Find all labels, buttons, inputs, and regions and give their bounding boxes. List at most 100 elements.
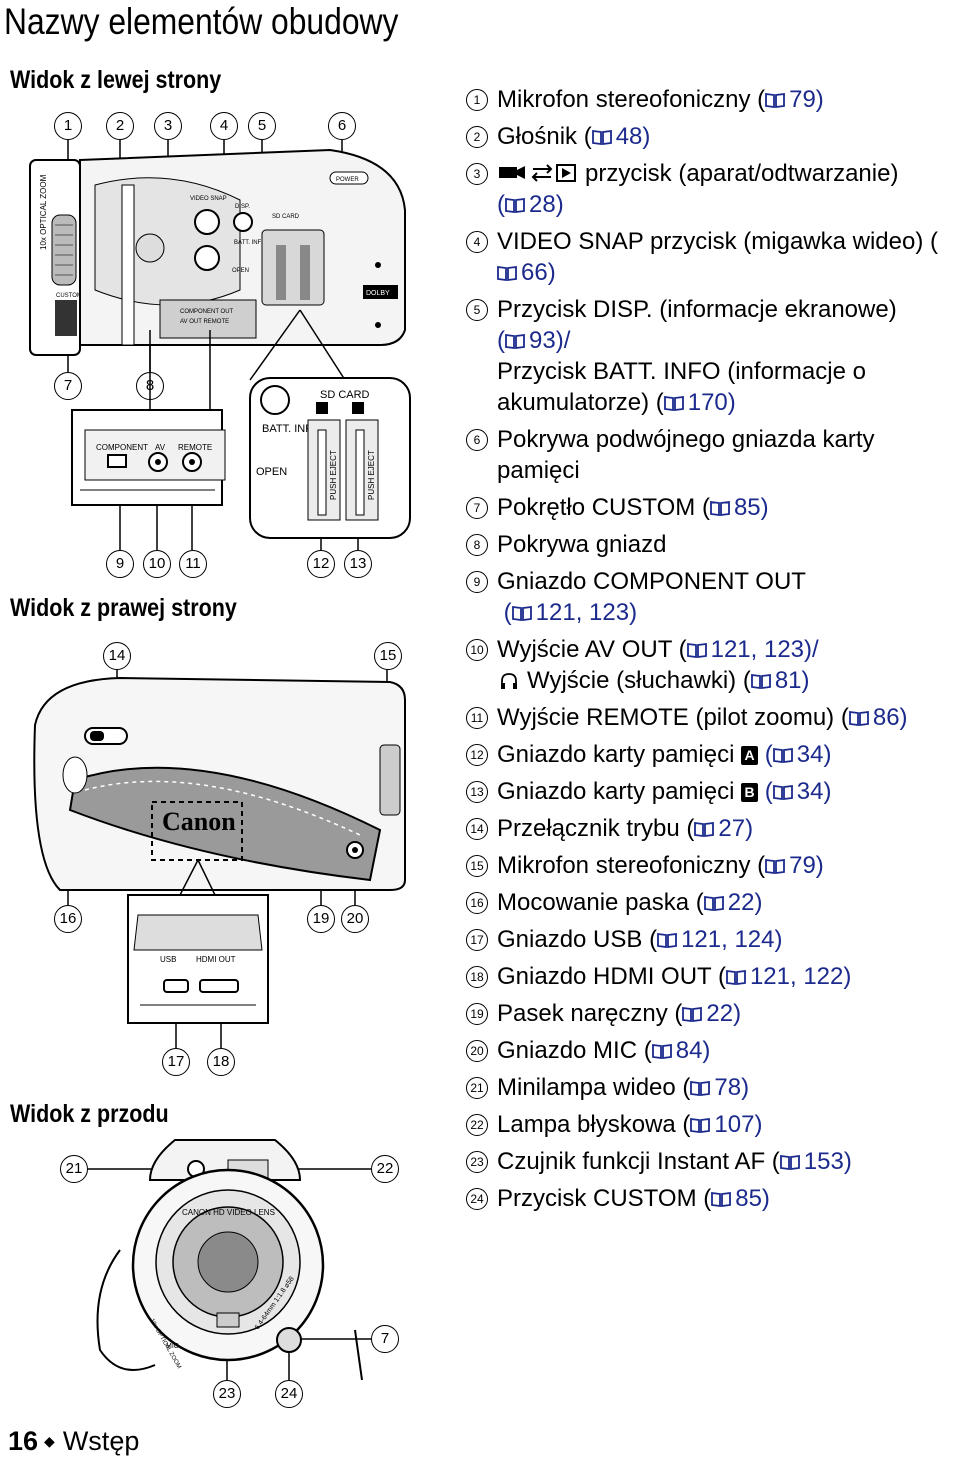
callout-9: 9	[106, 550, 134, 578]
usb-label: USB	[160, 955, 176, 964]
legend-item-13: 13 Gniazdo karty pamięci B (34)	[466, 776, 960, 807]
legend-item-19: 19 Pasek naręczny (22)	[466, 998, 960, 1029]
diamond-icon: ◆	[44, 1433, 55, 1449]
legend-item-10: 10 Wyjście AV OUT (121, 123)/ Wyjście (s…	[466, 634, 960, 696]
callout-24: 24	[275, 1380, 303, 1408]
callout-13: 13	[344, 550, 372, 578]
brand-logo: Canon	[162, 807, 236, 836]
legend-item-12: 12 Gniazdo karty pamięci A (34)	[466, 739, 960, 770]
legend-item-23: 23 Czujnik funkcji Instant AF (153)	[466, 1146, 960, 1177]
custom-dial-label: CUSTOM	[56, 293, 82, 299]
legend-item-20: 20 Gniazdo MIC (84)	[466, 1035, 960, 1066]
book-icon	[779, 1154, 800, 1170]
component-legend: 1 Mikrofon stereofoniczny (79) 2 Głośnik…	[466, 84, 960, 1220]
book-icon	[772, 784, 793, 800]
callout-17: 17	[162, 1048, 190, 1076]
book-icon	[765, 92, 786, 108]
hdmi-out-label: HDMI OUT	[196, 955, 236, 964]
open-detail-label: OPEN	[256, 466, 287, 478]
book-icon	[711, 1191, 732, 1207]
av-label: AV	[155, 443, 166, 452]
callout-2: 2	[106, 112, 134, 140]
dolby-label: DOLBY	[366, 290, 390, 297]
right-view-heading: Widok z prawej strony	[10, 594, 237, 622]
book-icon	[726, 969, 746, 985]
av-out-remote-label: AV OUT REMOTE	[180, 319, 229, 325]
legend-item-15: 15 Mikrofon stereofoniczny (79)	[466, 850, 960, 881]
disp-label: DISP.	[235, 204, 250, 210]
book-icon	[657, 932, 677, 948]
callout-4: 4	[210, 112, 238, 140]
card-slot-b-badge: B	[741, 783, 759, 802]
callout-10: 10	[143, 550, 171, 578]
batt-info-detail-label: BATT. INFO	[262, 423, 321, 435]
page-title: Nazwy elementów obudowy	[4, 1, 399, 42]
callout-11: 11	[179, 550, 207, 578]
component-label: COMPONENT	[96, 443, 148, 452]
headphone-icon	[501, 673, 517, 689]
book-icon	[848, 710, 869, 726]
video-snap-label: VIDEO SNAP	[190, 196, 227, 202]
sd-card-small-label: SD CARD	[272, 214, 300, 220]
book-icon	[690, 1117, 711, 1133]
legend-item-11: 11 Wyjście REMOTE (pilot zoomu) (86)	[466, 702, 960, 733]
legend-item-14: 14 Przełącznik trybu (27)	[466, 813, 960, 844]
book-icon	[651, 1043, 672, 1059]
book-icon	[505, 197, 525, 213]
front-view-camera: CANON HD VIDEO LENS 6.4-64mm 1:1.8 ⌀58 1…	[96, 1139, 363, 1381]
page-number: 16	[8, 1426, 39, 1456]
book-icon	[765, 858, 786, 874]
callout-20: 20	[341, 905, 369, 933]
legend-item-4: 4 VIDEO SNAP przycisk (migawka wideo) (6…	[466, 226, 960, 288]
book-icon	[497, 265, 517, 281]
legend-item-17: 17 Gniazdo USB (121, 124)	[466, 924, 960, 955]
jack-panel-detail: COMPONENT AV REMOTE	[71, 409, 226, 506]
component-out-label: COMPONENT OUT	[180, 309, 234, 315]
power-label: POWER	[336, 177, 359, 183]
optical-zoom-label: 10x OPTICAL ZOOM	[39, 174, 48, 250]
legend-item-16: 16 Mocowanie paska (22)	[466, 887, 960, 918]
front-view-heading: Widok z przodu	[10, 1100, 169, 1128]
legend-item-8: 8 Pokrywa gniazd	[466, 529, 960, 560]
book-icon	[690, 1080, 711, 1096]
legend-item-3: 3 przycisk (aparat/odtwarzanie) (28)	[466, 158, 960, 220]
book-icon	[710, 500, 730, 516]
legend-item-6: 6 Pokrywa podwójnego gniazda karty pamię…	[466, 424, 960, 486]
legend-item-24: 24 Przycisk CUSTOM (85)	[466, 1183, 960, 1214]
legend-item-5: 5 Przycisk DISP. (informacje ekranowe) (…	[466, 294, 960, 418]
remote-label: REMOTE	[178, 443, 212, 452]
book-icon	[686, 642, 707, 658]
right-view-camera: Canon	[33, 676, 406, 891]
left-view-heading: Widok z lewej strony	[10, 66, 222, 94]
sd-card-detail-label: SD CARD	[320, 389, 370, 401]
callout-22: 22	[371, 1155, 399, 1183]
callout-18: 18	[207, 1048, 235, 1076]
callout-21: 21	[60, 1155, 88, 1183]
callout-23: 23	[213, 1380, 241, 1408]
callout-7b: 7	[371, 1325, 399, 1353]
push-eject-b-label: PUSH EJECT	[367, 450, 376, 500]
batt-info-label: BATT. INFO	[234, 240, 266, 246]
camera-playback-icon	[499, 164, 576, 182]
camcorder-diagrams: 10x OPTICAL ZOOM CUSTOM VIDEO SNAP DISP.…	[29, 140, 411, 1381]
sd-card-detail: BATT. INFO SD CARD OPEN PUSH EJECT PUSH …	[249, 377, 411, 539]
left-view-camera: 10x OPTICAL ZOOM CUSTOM VIDEO SNAP DISP.…	[29, 148, 406, 356]
book-icon	[682, 1006, 703, 1022]
open-small-label: OPEN	[232, 268, 249, 274]
legend-item-7: 7 Pokrętło CUSTOM (85)	[466, 492, 960, 523]
book-icon	[703, 895, 724, 911]
book-icon	[663, 395, 684, 411]
lens-ring-label: CANON HD VIDEO LENS	[182, 1208, 275, 1217]
callout-3: 3	[154, 112, 182, 140]
legend-item-9: 9 Gniazdo COMPONENT OUT (121, 123)	[466, 566, 960, 628]
callout-1: 1	[54, 112, 82, 140]
book-icon	[772, 747, 793, 763]
callout-6: 6	[328, 112, 356, 140]
callout-19: 19	[307, 905, 335, 933]
book-icon	[750, 673, 771, 689]
card-slot-a-badge: A	[741, 746, 759, 765]
legend-item-1: 1 Mikrofon stereofoniczny (79)	[466, 84, 960, 115]
callout-7: 7	[54, 372, 82, 400]
book-icon	[694, 821, 715, 837]
mic-label: MIC	[166, 1343, 179, 1350]
